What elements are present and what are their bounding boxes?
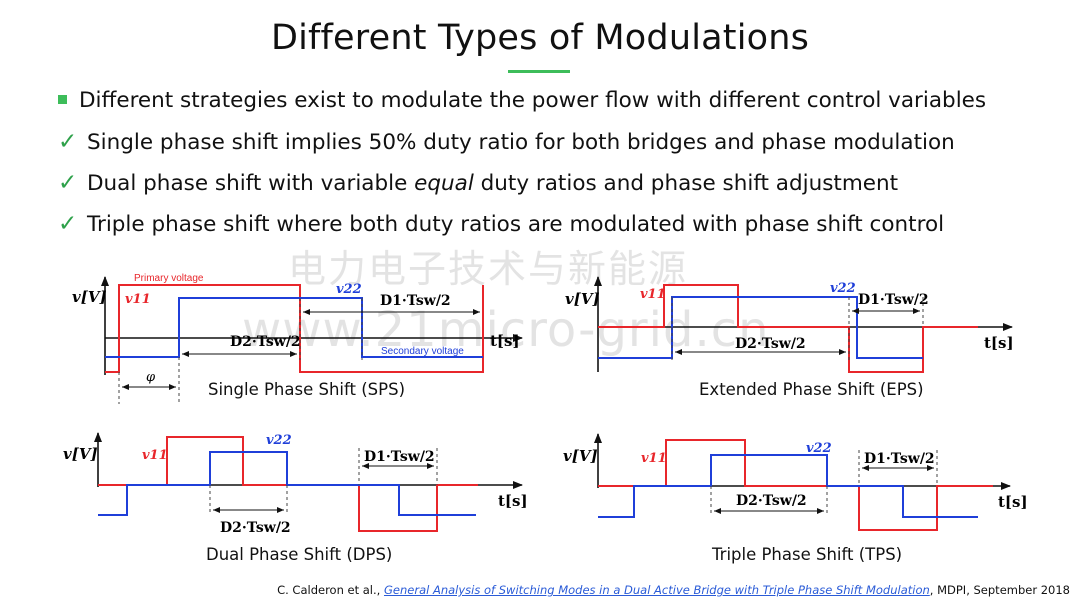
dps-diagram: v[V] t[s] v11 v22 D1·Tsw/2 D2·Tsw/2 bbox=[63, 432, 528, 536]
dps-axis-v-label: v[V] bbox=[63, 445, 98, 463]
dps-caption: Dual Phase Shift (DPS) bbox=[206, 545, 393, 564]
tps-caption: Triple Phase Shift (TPS) bbox=[712, 545, 903, 564]
bullet-item: ✓ Dual phase shift with variable equal d… bbox=[58, 170, 1068, 211]
bullet-item: ✓ Single phase shift implies 50% duty ra… bbox=[58, 129, 1068, 170]
dps-v11-label: v11 bbox=[142, 448, 168, 463]
tps-v22-label: v22 bbox=[806, 441, 832, 456]
sps-secondary-label: Secondary voltage bbox=[381, 346, 464, 357]
sps-phi-label: φ bbox=[146, 370, 156, 385]
sps-v11-label: v11 bbox=[125, 292, 151, 307]
tps-axis-t-label: t[s] bbox=[998, 493, 1028, 511]
tps-d2-label: D2·Tsw/2 bbox=[736, 493, 807, 509]
tps-primary-wave bbox=[598, 439, 993, 531]
sps-d2-label: D2·Tsw/2 bbox=[230, 334, 301, 350]
checkmark-icon: ✓ bbox=[58, 129, 78, 155]
bullet-text: Single phase shift implies 50% duty rati… bbox=[87, 130, 955, 155]
sps-diagram: v[V] t[s] v11 v22 Primary voltage Second… bbox=[72, 273, 523, 404]
tps-axis-v-label: v[V] bbox=[563, 447, 598, 465]
eps-axis-t-label: t[s] bbox=[984, 334, 1014, 352]
checkmark-icon: ✓ bbox=[58, 170, 78, 196]
eps-diagram: v[V] t[s] v11 v22 D1·Tsw/2 D2·Tsw/2 bbox=[565, 276, 1014, 373]
bullet-item: Different strategies exist to modulate t… bbox=[58, 88, 1068, 129]
tps-diagram: v[V] t[s] v11 v22 D1·Tsw/2 D2·Tsw/2 bbox=[563, 433, 1028, 531]
slide-title: Different Types of Modulations bbox=[270, 18, 810, 58]
eps-secondary-wave bbox=[598, 296, 923, 359]
emphasis-text: equal bbox=[414, 171, 474, 196]
reference-link[interactable]: General Analysis of Switching Modes in a… bbox=[383, 583, 930, 597]
checkmark-icon: ✓ bbox=[58, 211, 78, 237]
eps-v11-label: v11 bbox=[640, 287, 666, 302]
bullet-text: Dual phase shift with variable equal dut… bbox=[87, 171, 899, 196]
bullet-list: Different strategies exist to modulate t… bbox=[58, 88, 1068, 252]
bullet-item: ✓ Triple phase shift where both duty rat… bbox=[58, 211, 1068, 252]
watermark-chinese: 电力电子技术与新能源 bbox=[288, 247, 689, 291]
sps-axis-v-label: v[V] bbox=[72, 288, 107, 306]
bullet-text: Triple phase shift where both duty ratio… bbox=[87, 212, 945, 237]
title-underline bbox=[508, 70, 570, 73]
dps-axis-t-label: t[s] bbox=[498, 492, 528, 510]
sps-primary-label: Primary voltage bbox=[134, 273, 204, 284]
eps-caption: Extended Phase Shift (EPS) bbox=[699, 380, 924, 399]
sps-caption: Single Phase Shift (SPS) bbox=[208, 380, 406, 399]
bullet-text: Different strategies exist to modulate t… bbox=[79, 88, 987, 113]
eps-primary-wave bbox=[598, 284, 978, 373]
sps-v22-label: v22 bbox=[336, 282, 362, 297]
eps-d2-label: D2·Tsw/2 bbox=[735, 336, 806, 352]
tps-d1-label: D1·Tsw/2 bbox=[864, 451, 935, 467]
dps-secondary-wave bbox=[98, 451, 476, 516]
sps-axis-t-label: t[s] bbox=[490, 332, 520, 350]
dps-v22-label: v22 bbox=[266, 433, 292, 448]
tps-v11-label: v11 bbox=[641, 451, 667, 466]
tps-secondary-wave bbox=[598, 454, 978, 518]
eps-d1-label: D1·Tsw/2 bbox=[858, 292, 929, 308]
dps-d1-label: D1·Tsw/2 bbox=[364, 449, 435, 465]
eps-v22-label: v22 bbox=[830, 281, 856, 296]
reference-citation: C. Calderon et al., General Analysis of … bbox=[277, 583, 1070, 597]
dps-d2-label: D2·Tsw/2 bbox=[220, 520, 291, 536]
square-bullet-icon bbox=[58, 95, 67, 104]
eps-axis-v-label: v[V] bbox=[565, 290, 600, 308]
sps-d1-label: D1·Tsw/2 bbox=[380, 293, 451, 309]
sps-secondary-wave bbox=[105, 297, 483, 358]
